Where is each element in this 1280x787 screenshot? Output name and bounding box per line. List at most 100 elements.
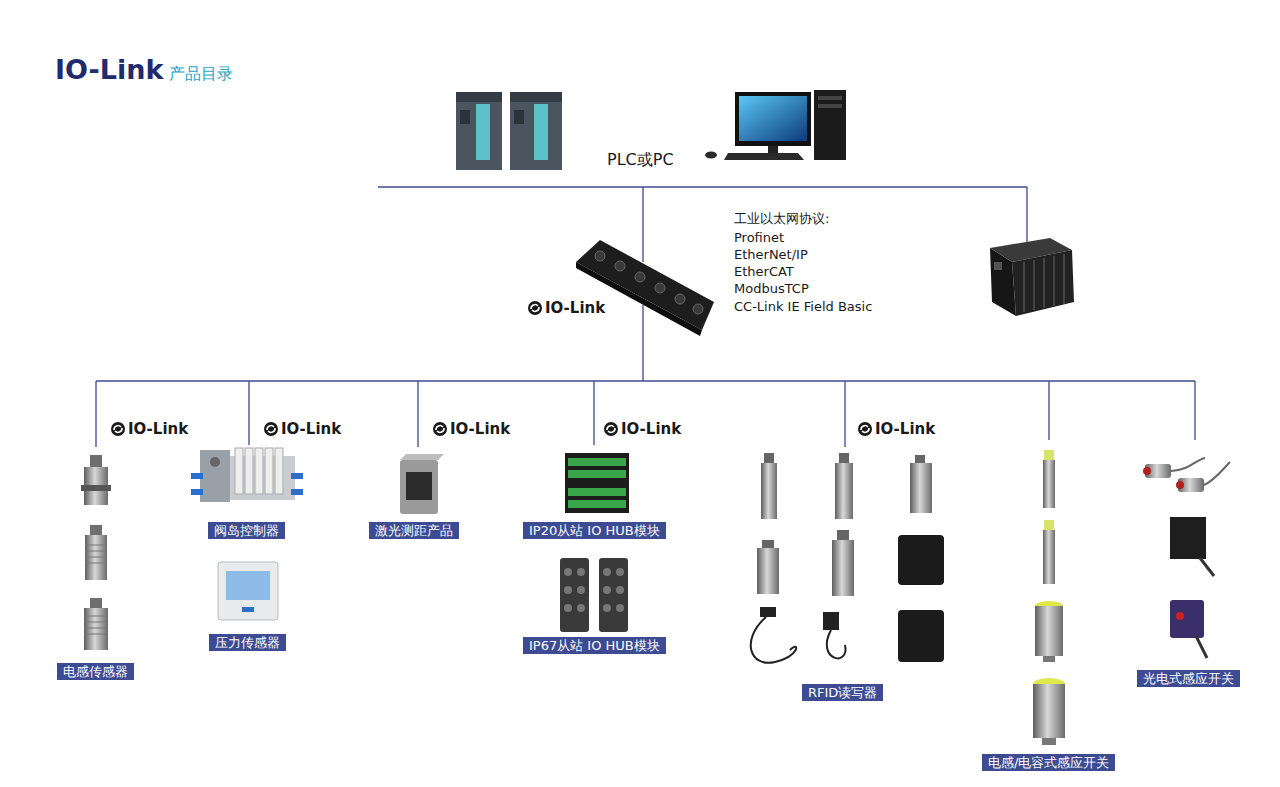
io-link-logo-text: IO-Link <box>621 420 681 438</box>
io-link-logo-text: IO-Link <box>450 420 510 438</box>
io-hub-ip67-picture-part <box>603 604 611 612</box>
io-link-logo-text: IO-Link <box>545 299 605 317</box>
remote-io-module-part <box>1012 250 1074 316</box>
plc-module-part <box>456 92 502 102</box>
photoelectric-switch-picture-part <box>1176 612 1184 620</box>
rfid-reader-picture-part <box>764 453 774 463</box>
laser-distance-picture <box>400 454 444 514</box>
protocol-name: CC-Link IE Field Basic <box>734 299 872 315</box>
io-hub-ip20-picture-part <box>568 500 626 508</box>
product-label-text: 光电式感应开关 <box>1143 671 1234 686</box>
product-label-box: 电感/电容式感应开关 <box>982 754 1115 771</box>
io-hub-ip20-picture-part <box>568 488 626 496</box>
inductive-sensor-picture <box>81 455 111 650</box>
inductive-sensor-picture-part <box>90 598 102 608</box>
plc-module-part <box>456 92 502 170</box>
product-label-text: 激光测距产品 <box>375 523 453 538</box>
io-link-icon-part <box>607 426 615 433</box>
valve-island-picture-part <box>291 489 303 495</box>
io-hub-ip67-picture <box>560 558 628 632</box>
protocol-name: Profinet <box>734 230 784 246</box>
io-hub-ip67-picture-part <box>616 604 624 612</box>
rfid-reader-picture-part <box>835 463 853 519</box>
io-hub-ip20-picture-part <box>565 453 629 513</box>
io-hub-ip20-picture <box>565 453 629 513</box>
valve-island-picture-part <box>255 448 263 494</box>
rfid-reader-picture-part <box>910 463 932 513</box>
valve-island-picture-part <box>191 489 203 495</box>
io-hub-ip67-picture-part <box>599 558 628 632</box>
rfid-reader-picture-part <box>823 612 839 630</box>
protocol-heading: 工业以太网协议: <box>734 211 829 227</box>
computer-picture-part <box>768 146 778 154</box>
rfid-reader-picture-part <box>827 630 846 658</box>
io-link-master-part <box>635 272 645 282</box>
computer-picture-part <box>735 92 811 146</box>
rfid-reader-picture-part <box>762 540 774 548</box>
rfid-reader-picture-part <box>898 535 944 585</box>
photoelectric-switch-picture-part <box>1170 517 1206 559</box>
rfid-reader-picture-part <box>760 607 776 617</box>
plc-module <box>456 92 562 170</box>
remote-io-module-part <box>1024 254 1064 312</box>
product-label-text: IP67从站 IO HUB模块 <box>529 638 660 653</box>
remote-io-module-part <box>994 262 1002 270</box>
laser-distance-picture-part <box>400 460 438 514</box>
photoelectric-switch-picture-part <box>1170 600 1204 638</box>
io-link-icon-part <box>528 301 542 315</box>
tree-lines-part <box>96 187 1195 447</box>
inductive-sensor-picture-part <box>90 525 102 535</box>
proximity-switch-picture-part <box>1043 656 1055 662</box>
io-link-icon-part <box>531 305 539 312</box>
io-link-icon-part <box>604 422 618 436</box>
product-label-text: 电感/电容式感应开关 <box>988 755 1109 770</box>
io-hub-ip67-picture-part <box>616 568 624 576</box>
photoelectric-switch-picture-part <box>1171 458 1205 471</box>
tree-lines <box>96 187 1195 447</box>
valve-island-picture-part <box>265 448 273 494</box>
protocol-name: EtherCAT <box>734 264 794 280</box>
io-hub-ip67-picture-part <box>603 586 611 594</box>
pressure-sensor-picture-part <box>242 607 254 612</box>
plc-module-part <box>476 104 490 160</box>
controller-label: PLC或PC <box>607 150 674 170</box>
io-link-icon-part <box>111 422 125 436</box>
remote-io-module <box>990 238 1074 316</box>
proximity-switch-picture-part <box>1044 450 1054 460</box>
io-link-icon-part <box>436 426 444 433</box>
computer-picture-part <box>818 96 842 100</box>
io-link-master-part <box>595 251 605 261</box>
proximity-switch-picture <box>1033 450 1065 745</box>
plc-module-part <box>514 110 524 124</box>
pressure-sensor-picture-part <box>226 571 270 600</box>
product-label-text: RFID读写器 <box>808 685 877 700</box>
io-hub-ip20-picture-part <box>568 470 626 478</box>
inductive-sensor-picture-part <box>85 545 107 563</box>
valve-island-picture-part <box>191 473 203 479</box>
photoelectric-switch-picture-part <box>1204 462 1230 485</box>
photoelectric-switch-picture-part <box>1200 558 1214 576</box>
product-label-text: IP20从站 IO HUB模块 <box>529 523 660 538</box>
io-link-icon-part <box>114 426 122 433</box>
valve-island-picture-part <box>200 450 230 502</box>
proximity-switch-picture-part <box>1043 530 1055 584</box>
photoelectric-switch-picture <box>1143 458 1230 658</box>
io-link-icon-part <box>267 426 275 433</box>
valve-island-picture <box>191 448 303 502</box>
rfid-reader-picture-part <box>837 530 849 540</box>
inductive-sensor-picture-part <box>84 608 108 650</box>
product-label-box: 压力传感器 <box>209 634 286 651</box>
rfid-reader-picture-part <box>898 610 944 662</box>
pressure-sensor-picture <box>218 562 278 620</box>
rfid-reader-picture-part <box>832 540 854 596</box>
protocol-name: ModbusTCP <box>734 281 809 297</box>
io-link-master-part <box>693 304 703 314</box>
computer-picture-part <box>724 153 804 160</box>
product-label-text: 电感传感器 <box>63 664 128 679</box>
computer-picture-part <box>818 104 842 108</box>
product-label-box: IP20从站 IO HUB模块 <box>523 522 666 539</box>
io-hub-ip67-picture-part <box>577 604 585 612</box>
plc-module-part <box>510 92 562 102</box>
product-label-box: 阀岛控制器 <box>208 522 285 539</box>
valve-island-picture-part <box>245 448 253 494</box>
